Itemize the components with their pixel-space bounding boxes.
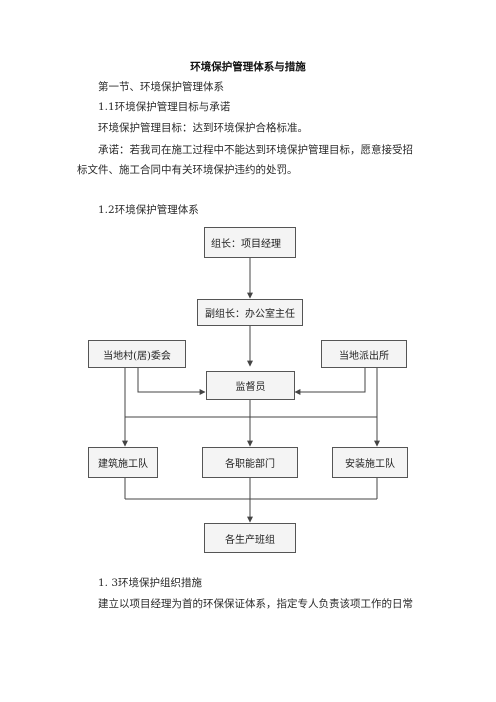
org-box-leader: 组长：项目经理 xyxy=(204,227,296,258)
goal-text: 环境保护管理目标：达到环境保护合格标准。 xyxy=(98,122,308,134)
subsection-1-3-heading: 1. 3环境保护组织措施 xyxy=(98,577,203,589)
paragraph-line: 建立以项目经理为首的环保保证体系，指定专人负责该项工作的日常 xyxy=(98,598,413,610)
promise-paragraph: 承诺：若我司在施工过程中不能达到环境保护管理目标，愿意接受招标文件、施工合同中有… xyxy=(77,144,413,176)
org-box-production-teams: 各生产班组 xyxy=(204,523,296,553)
org-box-departments: 各职能部门 xyxy=(202,447,298,478)
org-box-construction-team: 建筑施工队 xyxy=(88,447,158,478)
section-heading: 第一节、环境保护管理体系 xyxy=(98,81,224,93)
document-title: 环境保护管理体系与措施 xyxy=(190,61,306,73)
org-chart: 组长：项目经理 副组长：办公室主任 当地村(居)委会 当地派出所 监督员 建筑施… xyxy=(88,225,408,553)
subsection-1-1-heading: 1.1环境保护管理目标与承诺 xyxy=(98,101,231,113)
org-box-police-station: 当地派出所 xyxy=(321,340,407,368)
org-box-install-team: 安装施工队 xyxy=(332,447,408,478)
org-box-deputy: 副组长：办公室主任 xyxy=(197,299,303,326)
org-box-supervisor: 监督员 xyxy=(206,371,295,400)
org-box-village-committee: 当地村(居)委会 xyxy=(88,340,186,368)
subsection-1-2-heading: 1.2环境保护管理体系 xyxy=(98,204,199,216)
